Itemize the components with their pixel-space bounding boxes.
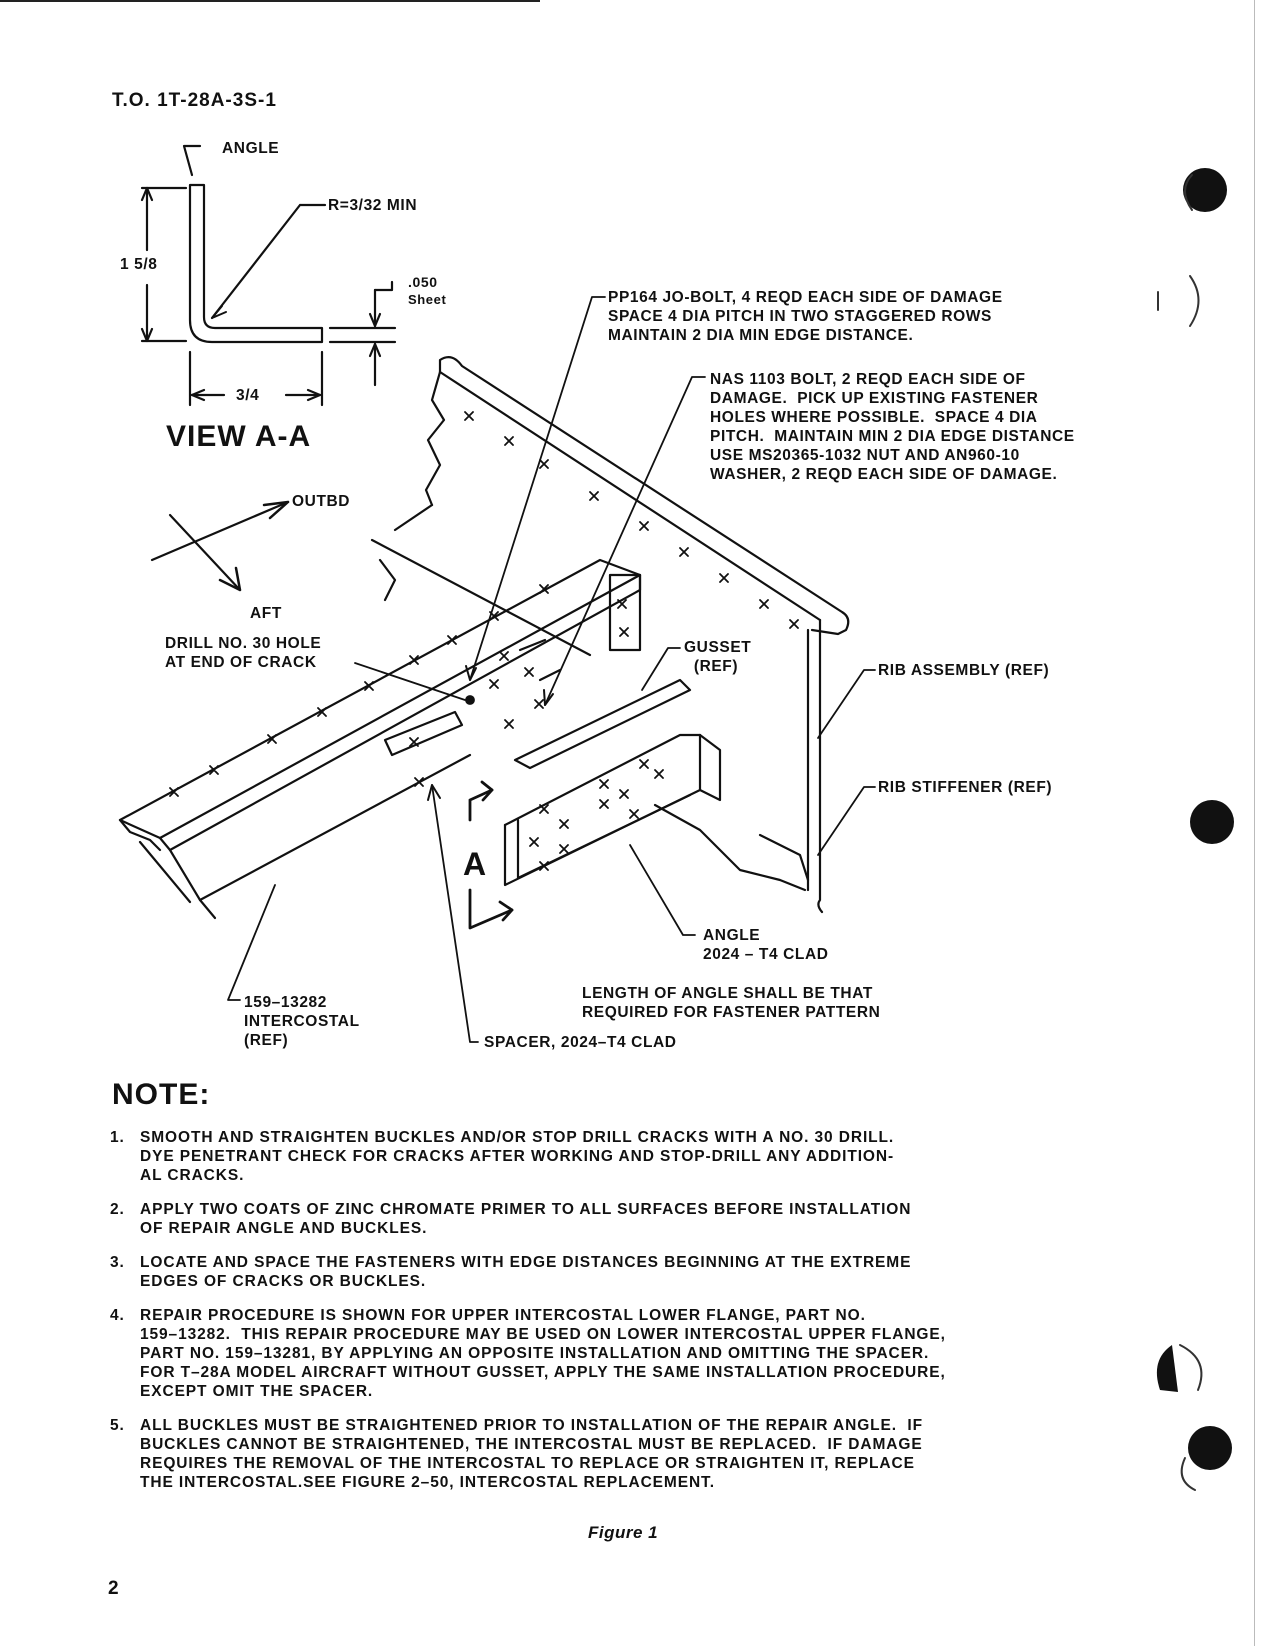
outboard-label: OUTBD xyxy=(292,493,351,510)
note-text: REPAIR PROCEDURE IS SHOWN FOR UPPER INTE… xyxy=(140,1307,946,1400)
binder-holes xyxy=(1156,168,1234,1470)
note-item: 2. APPLY TWO COATS OF ZINC CHROMATE PRIM… xyxy=(110,1200,1130,1238)
thickness-value: .050 xyxy=(408,274,438,290)
note-number: 3. xyxy=(110,1254,125,1271)
thickness-unit: Sheet xyxy=(408,292,447,307)
radius-label: R=3/32 MIN xyxy=(328,197,418,214)
gusset-and-angle xyxy=(383,678,810,892)
document-number: T.O. 1T-28A-3S-1 xyxy=(112,90,277,111)
spacer-callout: SPACER, 2024–T4 CLAD xyxy=(484,1034,677,1051)
section-letter: A xyxy=(463,846,487,882)
page-edge-line xyxy=(1254,0,1255,1646)
jobolt-callout: PP164 JO-BOLT, 4 REQD EACH SIDE OF DAMAG… xyxy=(608,289,1003,344)
intercostal-callout: 159–13282 INTERCOSTAL (REF) xyxy=(244,994,360,1049)
note-number: 5. xyxy=(110,1417,125,1434)
note-text: SMOOTH AND STRAIGHTEN BUCKLES AND/OR STO… xyxy=(140,1129,895,1184)
note-item: 1. SMOOTH AND STRAIGHTEN BUCKLES AND/OR … xyxy=(110,1128,1130,1185)
view-title: VIEW A-A xyxy=(166,420,312,453)
rib-assembly xyxy=(370,355,850,914)
top-edge-line xyxy=(0,0,540,2)
binder-hole-outlines xyxy=(1157,174,1203,1491)
leader-lines xyxy=(227,296,876,1043)
height-dimension: 1 5/8 xyxy=(120,256,158,273)
note-item: 3. LOCATE AND SPACE THE FASTENERS WITH E… xyxy=(110,1253,1130,1291)
width-dimension: 3/4 xyxy=(236,387,260,404)
note-number: 4. xyxy=(110,1307,125,1324)
view-aa-angle-section xyxy=(140,144,397,407)
notes-title: NOTE: xyxy=(112,1078,211,1111)
aft-label: AFT xyxy=(250,605,282,622)
fastener-marks xyxy=(169,411,799,871)
note-item: 4. REPAIR PROCEDURE IS SHOWN FOR UPPER I… xyxy=(110,1306,1130,1401)
section-aa-marker xyxy=(468,780,514,930)
intercostal xyxy=(118,558,642,920)
note-text: LOCATE AND SPACE THE FASTENERS WITH EDGE… xyxy=(140,1254,912,1290)
gusset-callout: GUSSET (REF) xyxy=(684,639,752,675)
angle-material-callout: ANGLE 2024 – T4 CLAD xyxy=(703,927,829,963)
note-number: 1. xyxy=(110,1129,125,1146)
page-number: 2 xyxy=(108,1578,119,1599)
drill-hole-callout: DRILL NO. 30 HOLE AT END OF CRACK xyxy=(165,635,322,671)
note-number: 2. xyxy=(110,1201,125,1218)
note-item: 5. ALL BUCKLES MUST BE STRAIGHTENED PRIO… xyxy=(110,1416,1130,1492)
angle-label: ANGLE xyxy=(222,140,280,157)
nas-bolt-callout: NAS 1103 BOLT, 2 REQD EACH SIDE OF DAMAG… xyxy=(710,371,1075,483)
angle-length-callout: LENGTH OF ANGLE SHALL BE THAT REQUIRED F… xyxy=(582,985,881,1021)
note-text: APPLY TWO COATS OF ZINC CHROMATE PRIMER … xyxy=(140,1201,912,1237)
rib-assembly-callout: RIB ASSEMBLY (REF) xyxy=(878,662,1050,679)
figure-caption: Figure 1 xyxy=(588,1523,659,1542)
notes-list: 1. SMOOTH AND STRAIGHTEN BUCKLES AND/OR … xyxy=(110,1128,1130,1507)
rib-stiffener-callout: RIB STIFFENER (REF) xyxy=(878,779,1053,796)
note-text: ALL BUCKLES MUST BE STRAIGHTENED PRIOR T… xyxy=(140,1417,923,1491)
orientation-arrows xyxy=(150,500,290,592)
